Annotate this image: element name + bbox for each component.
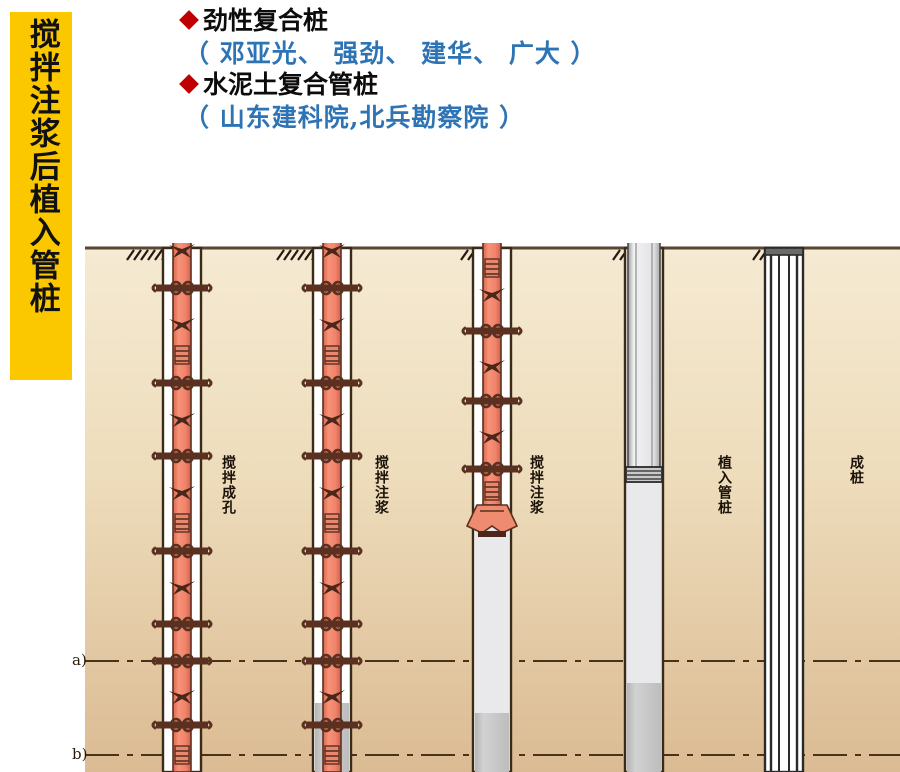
diagram-svg (85, 243, 900, 772)
stage-3-label: 搅拌注浆 (528, 455, 544, 515)
heading-line-2: （ 邓亚光、 强劲、 建华、 广大 ） (182, 37, 782, 70)
elevation-marker-a: a) (72, 651, 87, 669)
heading-block: 劲性复合桩 （ 邓亚光、 强劲、 建华、 广大 ） 水泥土复合管桩 （ 山东建科… (179, 4, 782, 134)
heading-line-4-text: （ 山东建科院,北兵勘察院 ） (184, 103, 526, 132)
heading-line-4: （ 山东建科院,北兵勘察院 ） (182, 101, 782, 134)
heading-line-3-text: 水泥土复合管桩 (203, 70, 379, 99)
stage-1-group (151, 243, 213, 772)
vertical-title-text: 搅拌注浆后植入管桩 (23, 18, 60, 315)
stage-4-grout-column (627, 683, 661, 772)
heading-line-2-text: （ 邓亚光、 强劲、 建华、 广大 ） (184, 39, 597, 68)
vertical-title-banner: 搅拌注浆后植入管桩 (10, 12, 72, 380)
diamond-bullet-icon-2 (179, 74, 199, 94)
stage-5-label: 成桩 (848, 455, 864, 485)
pile-construction-sequence-diagram: 搅拌成孔 搅拌注浆 搅拌注浆 植入管桩 成桩 (85, 243, 900, 772)
stage-3-drill-bit (465, 504, 519, 537)
stage-3-group (461, 243, 523, 772)
elevation-marker-b: b) (72, 745, 88, 763)
stage-4-label: 植入管桩 (716, 455, 732, 515)
diamond-bullet-icon (179, 10, 199, 30)
stage-3-drill-rod (461, 243, 523, 537)
stage-4-pile-tip (625, 466, 663, 483)
stage-4-pipe-pile (625, 243, 663, 483)
stage-2-drill-rod (301, 243, 363, 772)
stage-4-group (623, 243, 665, 772)
stage-1-label: 搅拌成孔 (220, 455, 236, 515)
stage-5-group (763, 246, 805, 772)
stage-2-label: 搅拌注浆 (373, 455, 389, 515)
heading-line-1: 劲性复合桩 (179, 4, 782, 37)
heading-line-3: 水泥土复合管桩 (179, 68, 782, 101)
stage-3-grout-dense (475, 713, 509, 772)
stage-1-drill-rod (151, 243, 213, 772)
heading-line-1-text: 劲性复合桩 (203, 6, 329, 35)
stage-2-group (301, 243, 363, 772)
